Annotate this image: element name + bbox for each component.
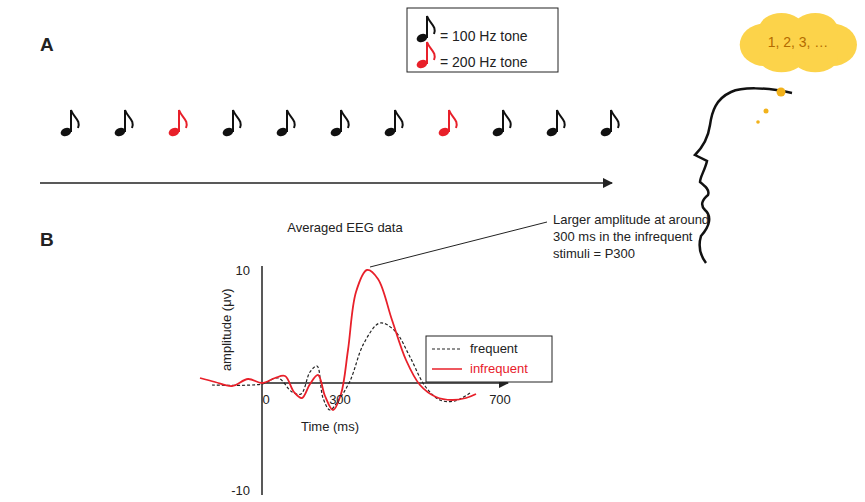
note-100hz (221, 110, 240, 138)
note-200hz (437, 110, 456, 138)
legend-line-infrequent (432, 368, 462, 370)
note-100hz (491, 110, 510, 138)
chart-title: Averaged EEG data (287, 220, 402, 236)
legend-text: frequent (470, 341, 518, 357)
note-100hz (545, 110, 564, 138)
y-axis (261, 266, 263, 495)
tick-label: 10 (236, 263, 250, 279)
thought-text: 1, 2, 3, … (768, 34, 829, 50)
time-arrow (40, 182, 612, 184)
note-100hz (383, 110, 402, 138)
panel-label: A (40, 34, 54, 57)
legend-text: = 100 Hz tone (440, 28, 528, 45)
note-100hz (113, 110, 132, 138)
note-100hz (599, 110, 618, 138)
tick-label: 300 (329, 392, 351, 408)
note-100hz (275, 110, 294, 138)
legend-line-frequent (432, 348, 462, 349)
thought-bubble: 1, 2, 3, … (742, 14, 855, 70)
infrequent-curve (200, 270, 476, 410)
legend-note-100hz (415, 16, 434, 44)
thought-dot (777, 88, 786, 97)
axis-title: amplitude (μv) (218, 289, 234, 372)
note-100hz (59, 110, 78, 138)
legend-text: = 200 Hz tone (440, 54, 528, 71)
axis-title: Time (ms) (301, 419, 359, 435)
legend-note-200hz (415, 42, 434, 70)
legend-box (407, 8, 558, 72)
note-100hz (329, 110, 348, 138)
note-200hz (167, 110, 186, 138)
legend-box (426, 336, 552, 382)
tick-label: 700 (489, 392, 511, 408)
legend-text: infrequent (470, 361, 528, 377)
frequent-curve (212, 323, 470, 410)
head-profile (695, 88, 792, 263)
panel-label: B (40, 229, 54, 252)
thought-dot (764, 109, 769, 114)
thought-dot (756, 120, 760, 124)
tick-label: -10 (231, 483, 250, 499)
callout-note: Larger amplitude at around 300 ms in the… (553, 212, 711, 263)
tick-label: 0 (262, 392, 269, 408)
